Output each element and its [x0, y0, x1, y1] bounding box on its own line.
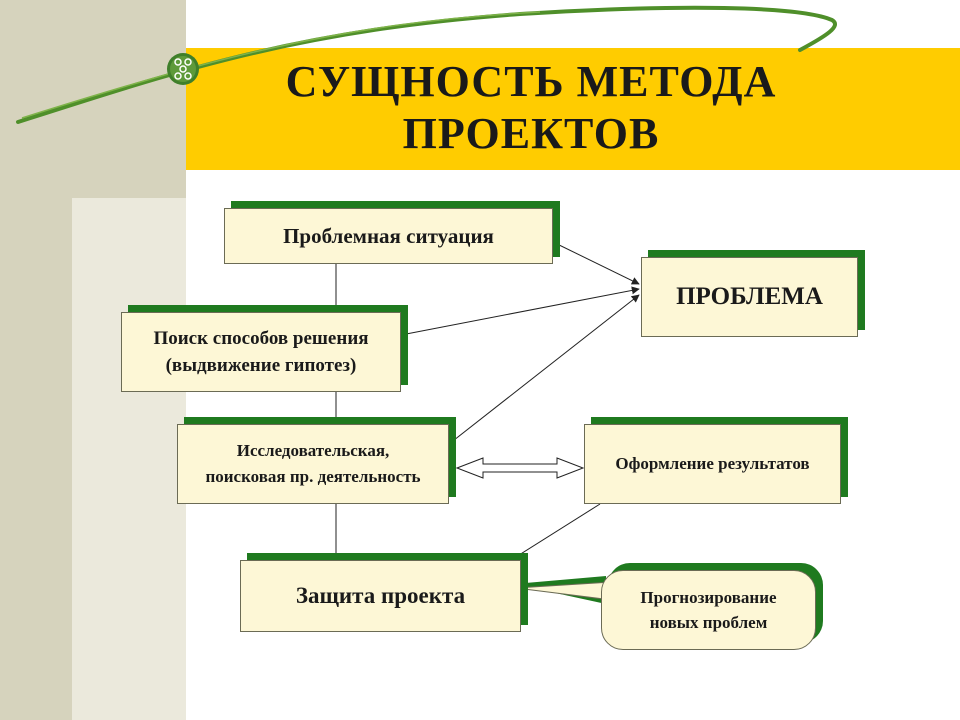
node-project-defense-label: Защита проекта	[295, 583, 466, 608]
node-research-line2: поисковая пр. деятельность	[205, 467, 421, 486]
double-arrow-research-results	[455, 457, 585, 479]
title-line-2: ПРОЕКТОВ	[402, 109, 660, 158]
node-search-solutions-line2: (выдвижение гипотез)	[165, 355, 357, 376]
flower-pattern-icon	[167, 53, 199, 85]
node-research-line1: Исследовательская,	[236, 441, 390, 460]
arrow-situation-to-problem	[552, 241, 640, 285]
node-search-solutions-line1: Поиск способов решения	[153, 328, 369, 349]
node-results-formatting: Оформление результатов	[584, 424, 841, 504]
arrow-research-to-problem	[448, 294, 640, 445]
swoosh-decoration-thin	[21, 11, 541, 119]
node-problem-situation-label: Проблемная ситуация	[283, 223, 494, 248]
slide-title: СУЩНОСТЬ МЕТОДА ПРОЕКТОВ	[186, 56, 876, 160]
arrow-search-to-problem	[400, 286, 640, 336]
callout-forecast-new-problems: Прогнозирование новых проблем	[601, 570, 816, 650]
node-problem: ПРОБЛЕМА	[641, 257, 858, 337]
callout-forecast-line2: новых проблем	[649, 613, 768, 632]
title-bar	[186, 48, 960, 170]
node-project-defense: Защита проекта	[240, 560, 521, 632]
title-line-1: СУЩНОСТЬ МЕТОДА	[285, 57, 777, 106]
node-results-formatting-label: Оформление результатов	[615, 454, 810, 473]
node-problem-situation: Проблемная ситуация	[224, 208, 553, 264]
arrow-results-to-defense	[507, 503, 601, 563]
node-search-solutions: Поиск способов решения (выдвижение гипот…	[121, 312, 401, 392]
callout-forecast-line1: Прогнозирование	[640, 588, 777, 607]
left-inner-stripe	[72, 198, 186, 720]
node-research: Исследовательская, поисковая пр. деятель…	[177, 424, 449, 504]
node-problem-label: ПРОБЛЕМА	[676, 283, 823, 310]
